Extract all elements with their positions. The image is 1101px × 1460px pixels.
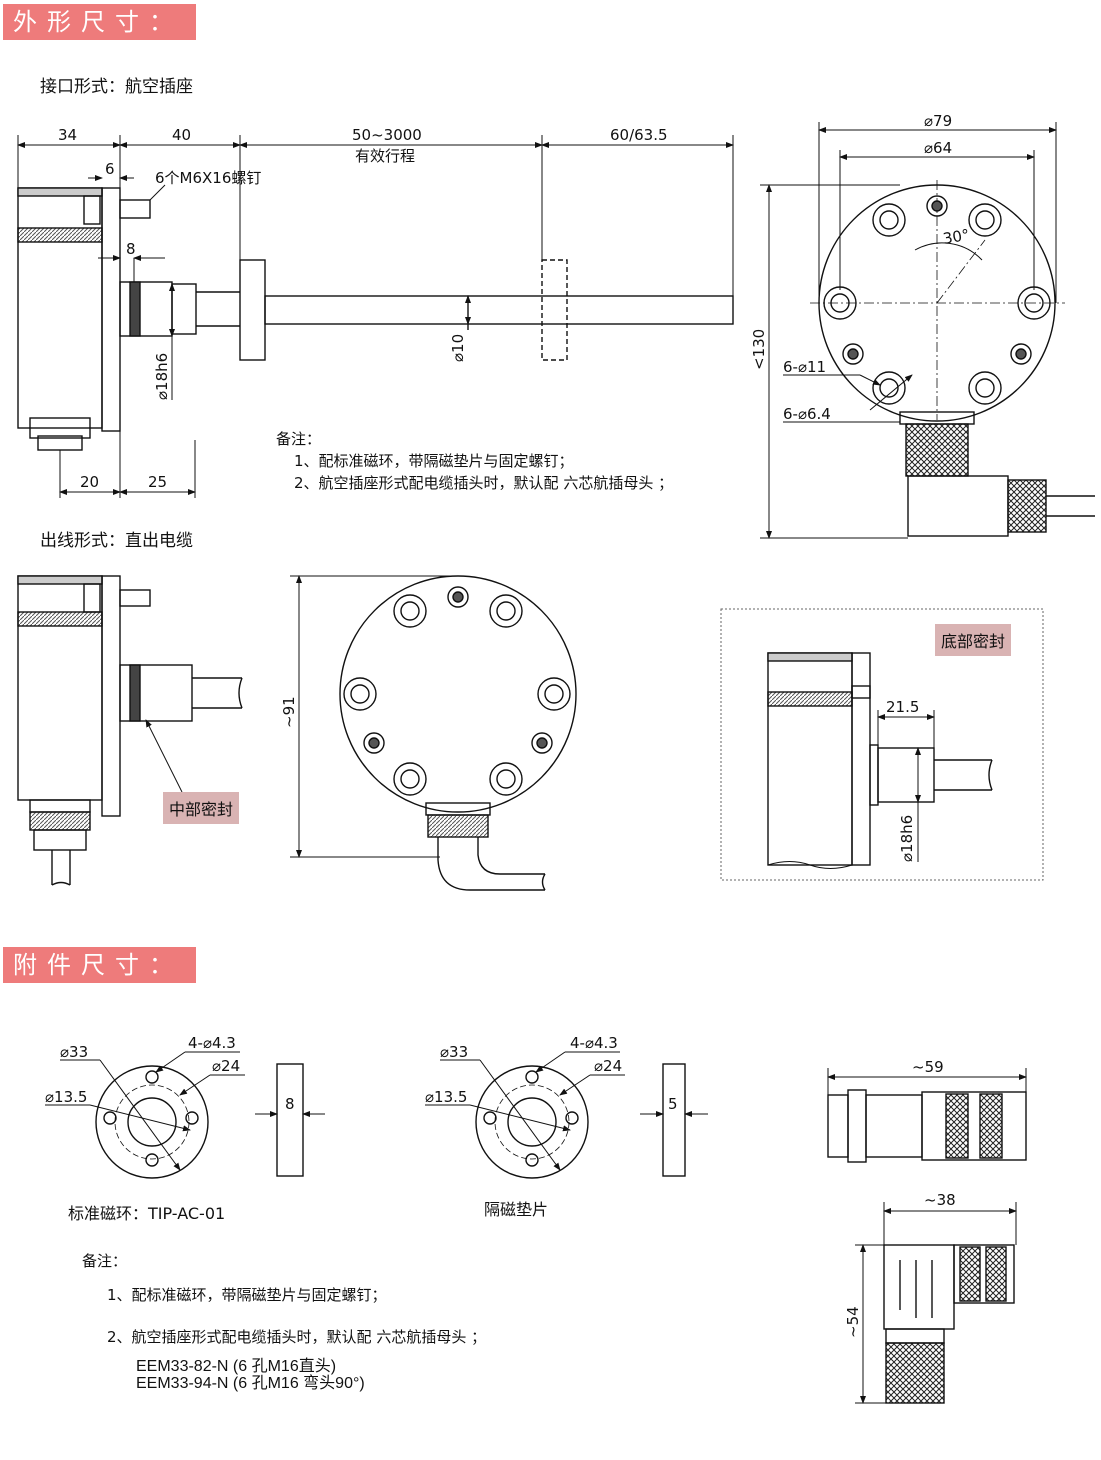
dim-18h6-b: ⌀18h6	[898, 815, 916, 862]
cable-end-dimensions	[290, 575, 458, 858]
accessory-dimensions-banner: 附件尺寸：	[3, 947, 196, 983]
dim-20: 20	[80, 473, 99, 491]
dim-6: 6	[105, 160, 115, 178]
dim-8: 8	[126, 240, 136, 258]
side-view-aviation	[17, 187, 734, 451]
dim-130: <130	[750, 329, 768, 370]
dim-range: 50~3000	[352, 126, 422, 144]
ring-d4-3: 4-⌀4.3	[188, 1034, 236, 1052]
spacer-label: 隔磁垫片	[484, 1200, 549, 1219]
notes-top-2: 2、航空插座形式配电缆插头时，默认配 六芯航插母头 ；	[294, 474, 674, 492]
dim-40: 40	[172, 126, 191, 144]
dim-79: ⌀79	[924, 112, 952, 130]
spacer-d4-3: 4-⌀4.3	[570, 1034, 618, 1052]
ring-d24: ⌀24	[212, 1057, 240, 1075]
spacer-d13-5: ⌀13.5	[425, 1088, 467, 1106]
dim-stroke: 有效行程	[355, 147, 415, 165]
spacer-d33: ⌀33	[440, 1043, 468, 1061]
end-view-cable	[339, 575, 577, 891]
std-ring-drawing	[45, 1051, 325, 1179]
notes-top-1: 1、配标准磁环，带隔磁垫片与固定螺钉；	[294, 452, 574, 470]
outlet-form-label: 出线形式：直出电缆	[40, 531, 193, 551]
dim-screws: 6个M6X16螺钉	[155, 169, 261, 187]
connector-59: ~59	[912, 1058, 944, 1076]
dim-64: ⌀64	[924, 139, 952, 157]
end-view-dimensions	[760, 122, 1057, 539]
dim-6-6-4: 6-⌀6.4	[783, 405, 831, 423]
notes-bottom-2: 2、航空插座形式配电缆插头时，默认配 六芯航插母头 ；	[107, 1328, 487, 1346]
dim-30deg: 30°	[942, 226, 971, 248]
dim-21-5: 21.5	[886, 698, 919, 716]
interface-form-label: 接口形式：航空插座	[40, 77, 193, 97]
dim-91: ~91	[280, 696, 298, 728]
spacer-thickness-5: 5	[668, 1095, 678, 1113]
middle-seal-tag: 中部密封	[163, 792, 240, 824]
angled-connector	[855, 1202, 1017, 1404]
end-view-aviation	[810, 180, 1095, 537]
dim-34: 34	[58, 126, 77, 144]
spacer-d24: ⌀24	[594, 1057, 622, 1075]
outline-dimensions-banner: 外形尺寸：	[3, 4, 196, 40]
model-straight: EEM33-82-N (6 孔M16直头)	[136, 1358, 337, 1375]
notes-top: 备注： 1、配标准磁环，带隔磁垫片与固定螺钉； 2、航空插座形式配电缆插头时，默…	[276, 428, 673, 494]
notes-bottom-1: 1、配标准磁环，带隔磁垫片与固定螺钉；	[107, 1286, 387, 1304]
notes-bottom-head: 备注：	[82, 1252, 128, 1270]
model-angled: EEM33-94-N (6 孔M16 弯头90°)	[136, 1375, 365, 1392]
ring-thickness-8: 8	[285, 1095, 295, 1113]
ring-d13-5: ⌀13.5	[45, 1088, 87, 1106]
bottom-seal-detail	[720, 608, 1044, 881]
connector-54: ~54	[844, 1306, 862, 1338]
dim-60: 60/63.5	[610, 126, 668, 144]
notes-bottom-models: EEM33-82-N (6 孔M16直头) EEM33-94-N (6 孔M16…	[136, 1358, 365, 1392]
dim-25: 25	[148, 473, 167, 491]
side-view-cable	[17, 575, 243, 886]
dim-6-11: 6-⌀11	[783, 358, 826, 376]
bottom-seal-dimensions	[877, 710, 935, 862]
spacer-drawing	[425, 1051, 708, 1179]
bottom-seal-tag: 底部密封	[935, 624, 1012, 656]
dim-18h6: ⌀18h6	[153, 353, 171, 400]
connector-38: ~38	[924, 1191, 956, 1209]
side-view-dimensions	[17, 135, 734, 498]
notes-top-head: 备注：	[276, 430, 322, 448]
dim-10: ⌀10	[449, 334, 467, 362]
std-ring-label: 标准磁环：TIP-AC-01	[68, 1204, 226, 1223]
straight-connector	[827, 1068, 1027, 1163]
ring-d33: ⌀33	[60, 1043, 88, 1061]
